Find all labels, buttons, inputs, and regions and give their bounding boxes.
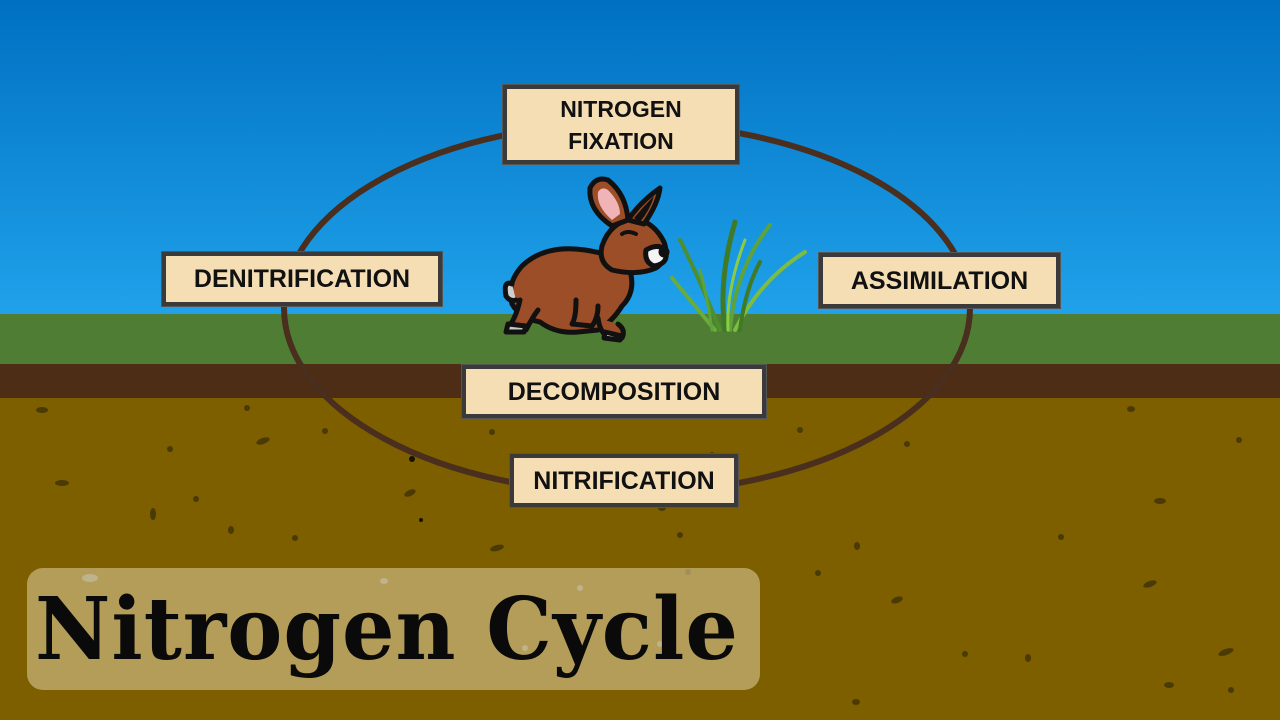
nitrification-label: NITRIFICATION [510,454,738,507]
rabbit [502,176,670,343]
grass-ground [0,314,1280,366]
denitrification-label: DENITRIFICATION [162,252,442,306]
diagram-title: Nitrogen Cycle [35,578,739,680]
nitrogen-fixation-label: NITROGEN FIXATION [503,85,739,164]
grass-tuft [670,219,807,333]
decomposition-label: DECOMPOSITION [462,365,766,418]
title-panel: Nitrogen Cycle [27,568,760,690]
assimilation-label: ASSIMILATION [819,253,1060,308]
